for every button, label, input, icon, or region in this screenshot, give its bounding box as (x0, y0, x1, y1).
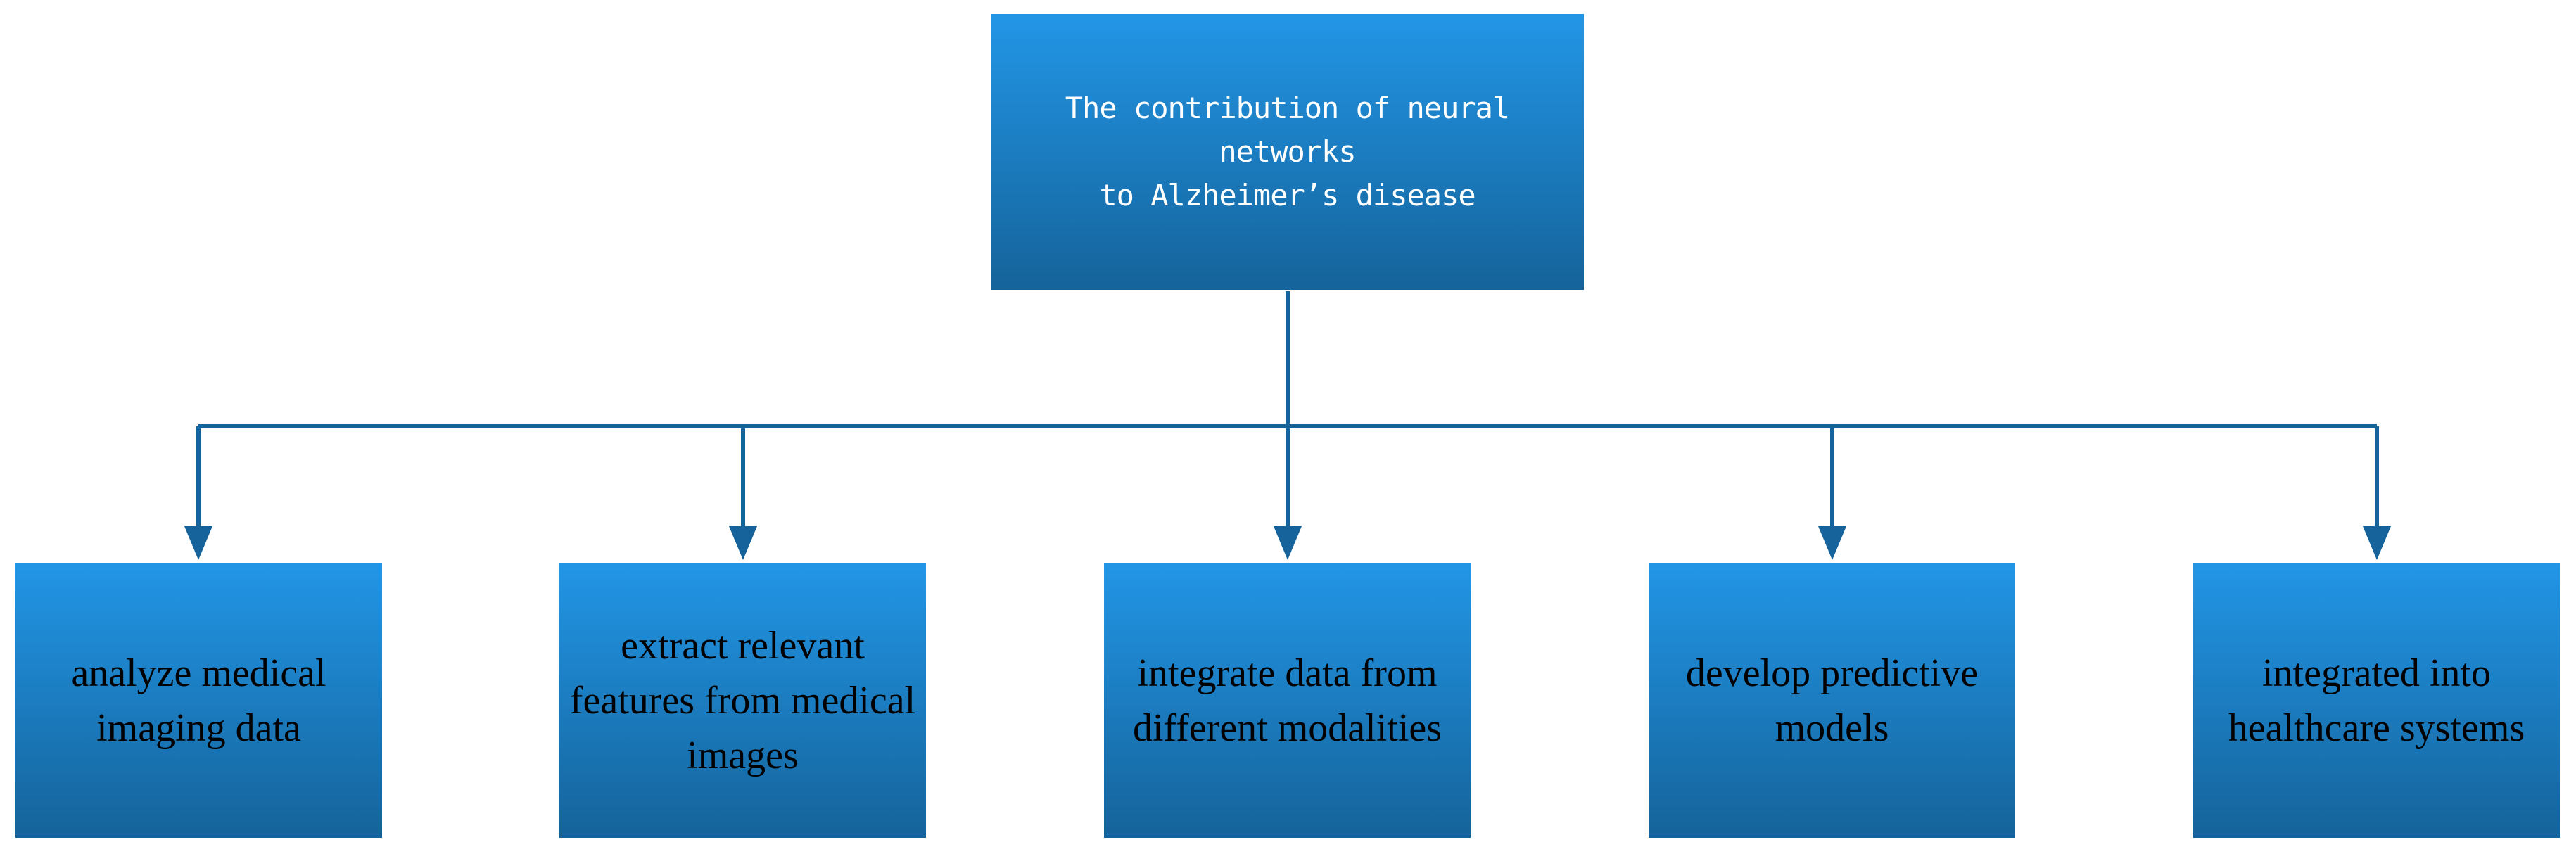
child-node-integrate-modalities: integrate data from different modalities (1104, 563, 1471, 838)
child-node-label: develop predictive models (1685, 651, 1979, 750)
child-node-label: extract relevant features from medical i… (569, 623, 916, 777)
child-node-label: analyze medical imaging data (71, 651, 326, 750)
child-node-extract-features: extract relevant features from medical i… (559, 563, 926, 838)
arrowhead-1 (729, 526, 757, 560)
arrowhead-4 (2363, 526, 2391, 560)
child-node-label: integrate data from different modalities (1132, 651, 1442, 750)
child-node-label: integrated into healthcare systems (2228, 651, 2525, 750)
arrowhead-0 (184, 526, 212, 560)
root-node: The contribution of neural networks to A… (991, 14, 1584, 290)
arrowhead-3 (1818, 526, 1846, 560)
root-node-label: The contribution of neural networks to A… (1065, 91, 1510, 212)
child-node-analyze-imaging: analyze medical imaging data (15, 563, 382, 838)
arrowhead-2 (1274, 526, 1302, 560)
child-node-predictive-models: develop predictive models (1649, 563, 2015, 838)
child-node-healthcare-systems: integrated into healthcare systems (2193, 563, 2560, 838)
